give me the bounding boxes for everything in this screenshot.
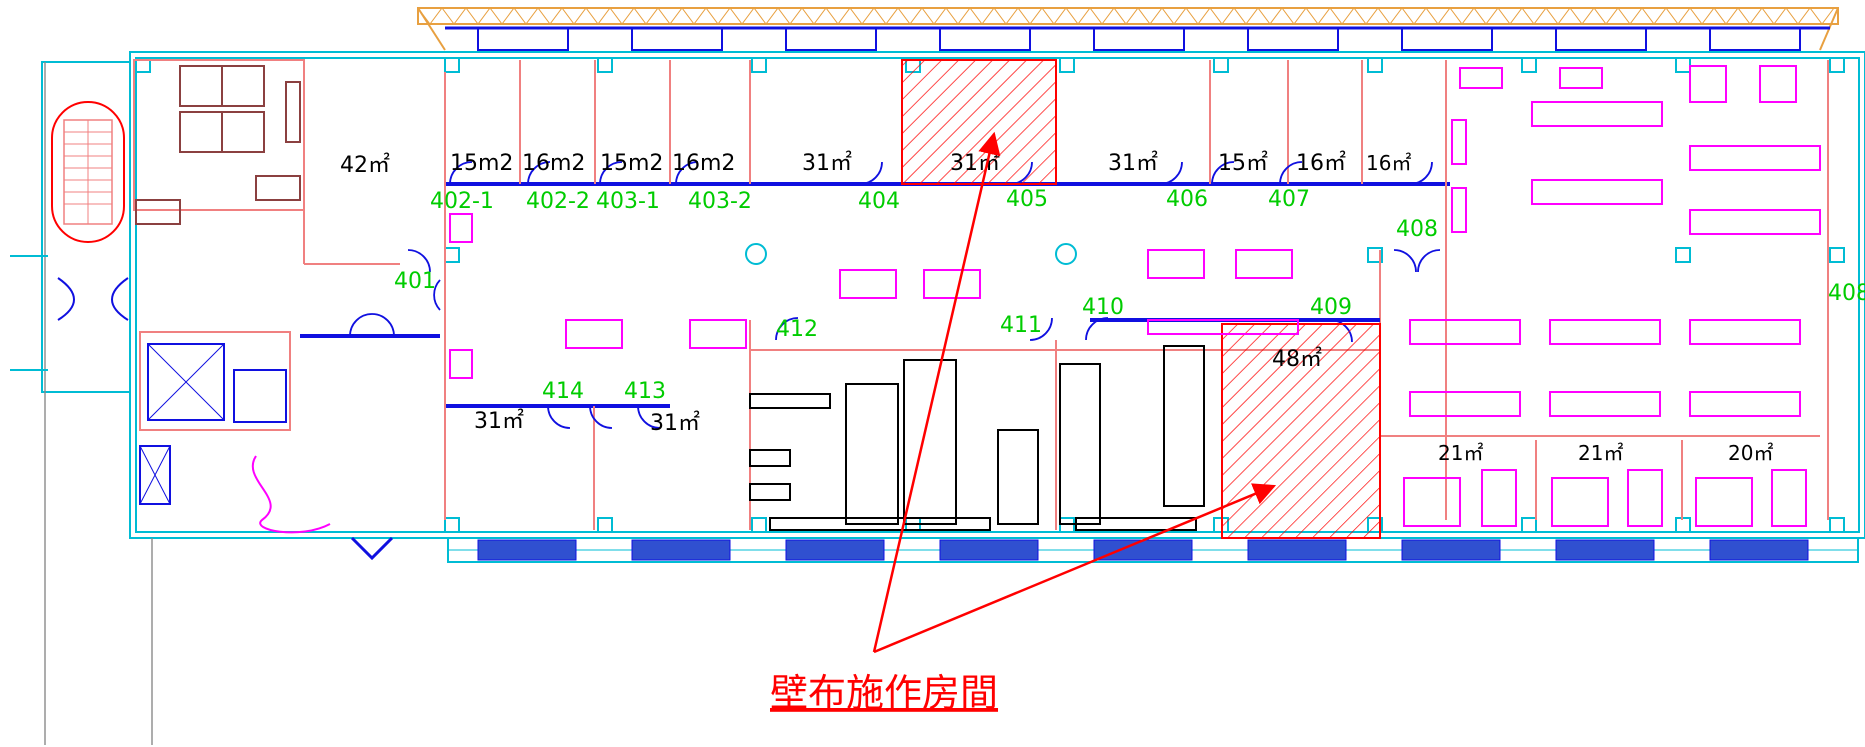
room-number-409: 409 bbox=[1310, 295, 1352, 320]
room-number-411: 411 bbox=[1000, 313, 1042, 338]
area-label-403-2: 16m2 bbox=[672, 151, 735, 176]
room-number-408: 408 bbox=[1396, 217, 1438, 242]
building-shell bbox=[10, 51, 1865, 745]
area-label-20: 20㎡ bbox=[1728, 441, 1773, 465]
area-label-408: 16㎡ bbox=[1366, 151, 1411, 175]
window-band-top bbox=[477, 27, 1801, 51]
stair-core bbox=[51, 59, 440, 534]
area-label-413: 31㎡ bbox=[650, 410, 700, 436]
annotation-arrows bbox=[872, 131, 1277, 654]
room-number-403-1: 403-1 bbox=[596, 189, 660, 214]
room-number-412: 412 bbox=[776, 317, 818, 342]
area-label-407a: 15㎡ bbox=[1218, 150, 1268, 176]
area-label-402-2: 16m2 bbox=[522, 151, 585, 176]
area-label-21a: 21㎡ bbox=[1438, 441, 1483, 465]
hatched-room-409 bbox=[1221, 323, 1381, 539]
window-band-bottom bbox=[477, 539, 1809, 561]
room-number-402-2: 402-2 bbox=[526, 189, 590, 214]
furniture-black bbox=[749, 345, 1205, 531]
area-label-414: 31㎡ bbox=[474, 408, 524, 434]
hatched-room-405 bbox=[901, 59, 1057, 185]
area-label-409: 48㎡ bbox=[1272, 346, 1322, 372]
doors bbox=[349, 161, 1441, 429]
area-label-42: 42㎡ bbox=[340, 152, 390, 178]
room-number-410: 410 bbox=[1082, 295, 1124, 320]
furniture-magenta bbox=[449, 65, 1821, 527]
room-number-401: 401 bbox=[394, 269, 436, 294]
room-number-403-2: 403-2 bbox=[688, 189, 752, 214]
area-label-21b: 21㎡ bbox=[1578, 441, 1623, 465]
room-number-413: 413 bbox=[624, 379, 666, 404]
area-label-402-1: 15m2 bbox=[450, 151, 513, 176]
area-label-404: 31㎡ bbox=[802, 150, 852, 176]
room-number-405: 405 bbox=[1006, 187, 1048, 212]
area-label-403-1: 15m2 bbox=[600, 151, 663, 176]
room-number-404: 404 bbox=[858, 189, 900, 214]
room-number-414: 414 bbox=[542, 379, 584, 404]
room-number-408-right: 408 bbox=[1828, 281, 1865, 306]
area-label-406: 31㎡ bbox=[1108, 150, 1158, 176]
room-number-407: 407 bbox=[1268, 187, 1310, 212]
area-label-407b: 16㎡ bbox=[1296, 150, 1346, 176]
annotation-caption: 壁布施作房間 bbox=[770, 671, 998, 715]
room-number-402-1: 402-1 bbox=[430, 189, 494, 214]
room-number-406: 406 bbox=[1166, 187, 1208, 212]
area-label-405: 31㎡ bbox=[950, 150, 1000, 176]
